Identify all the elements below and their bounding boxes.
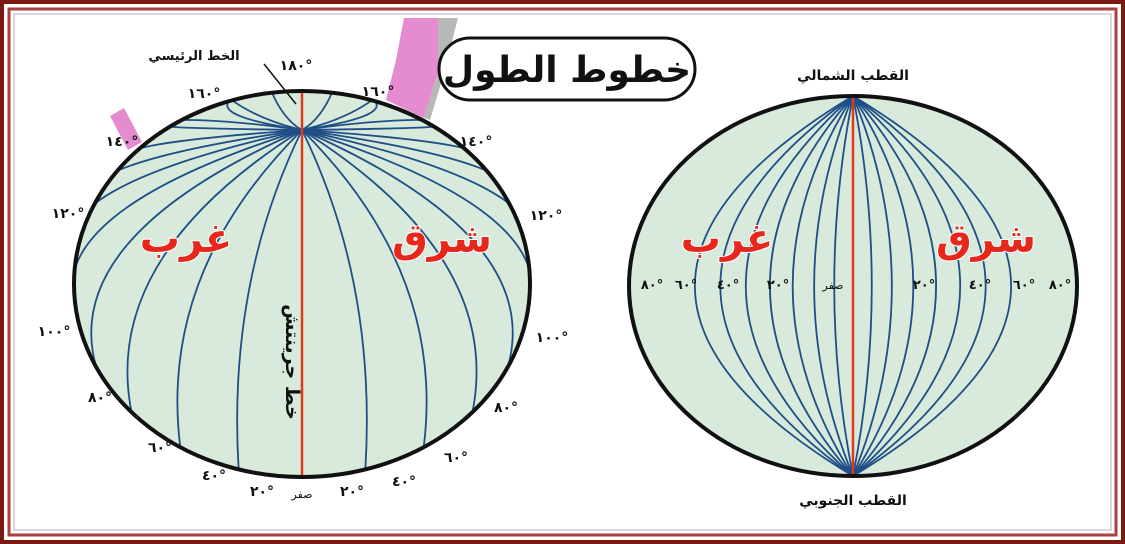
meridian-line xyxy=(301,129,478,413)
inner-frame xyxy=(7,7,1118,537)
meridian-line xyxy=(271,92,303,131)
south-pole-label: القطب الجنوبي xyxy=(799,493,907,509)
left-degree-label: ١٨٠° xyxy=(280,58,313,74)
pink-accent-left xyxy=(110,108,142,150)
left-degree-label: ١٤٠° xyxy=(106,134,139,150)
diagram-title: خطوط الطول xyxy=(443,50,691,91)
right-globe: القطب الشمالي القطب الجنوبي غرب شرق صفر … xyxy=(627,68,1079,509)
meridian-line xyxy=(852,96,893,476)
title-bubble: خطوط الطول xyxy=(437,36,697,102)
left-degree-label: ٦٠° xyxy=(444,450,468,466)
right-degree-label: ٤٠° xyxy=(969,278,991,293)
prime-pointer-line xyxy=(263,63,297,105)
left-globe: الخط الرئيسي خط جرينتش غرب شرق صفر ١٨٠° … xyxy=(38,49,569,501)
meridian-line xyxy=(852,96,937,476)
left-degree-label: ١٦٠° xyxy=(188,86,221,102)
meridian-line xyxy=(90,129,303,368)
meridian-line xyxy=(181,118,303,131)
pink-accent-top xyxy=(386,18,452,118)
meridian-line xyxy=(74,129,303,316)
meridian-line xyxy=(301,129,530,262)
left-degree-label: ١٦٠° xyxy=(362,84,395,100)
left-degree-label: ١٠٠° xyxy=(38,324,71,340)
right-west-label: غرب xyxy=(681,216,773,262)
left-degree-label: ٢٠° xyxy=(340,484,364,500)
right-degree-label: ٢٠° xyxy=(767,278,789,293)
meridian-line xyxy=(74,129,303,262)
left-degree-label: ١٤٠° xyxy=(460,134,493,150)
meridian-line xyxy=(301,129,530,316)
meridian-line xyxy=(176,129,303,448)
right-globe-outline xyxy=(627,94,1079,478)
meridian-line xyxy=(231,99,303,131)
right-degree-label: ٢٠° xyxy=(913,278,935,293)
left-degree-label: ٨٠° xyxy=(88,390,112,406)
right-degree-label: ٤٠° xyxy=(717,278,739,293)
greenwich-label: خط جرينتش xyxy=(281,304,303,420)
left-degree-label: ١٢٠° xyxy=(52,206,85,222)
meridian-line xyxy=(301,129,368,470)
meridian-line xyxy=(852,96,873,476)
meridian-line xyxy=(833,96,854,476)
right-degree-label: ٨٠° xyxy=(1049,278,1071,293)
left-degree-label: ١٠٠° xyxy=(536,330,569,346)
left-east-label: شرق xyxy=(392,216,492,262)
meridian-line xyxy=(301,118,423,131)
meridian-line xyxy=(852,96,1012,476)
frame-shadow xyxy=(13,13,1112,531)
meridian-line xyxy=(301,92,333,131)
meridian-line xyxy=(126,129,303,413)
right-degree-label: ٦٠° xyxy=(1013,278,1035,293)
meridian-line xyxy=(301,129,514,368)
north-pole-label: القطب الشمالي xyxy=(797,68,909,84)
right-degree-label: ٨٠° xyxy=(641,278,663,293)
left-degree-label: ٦٠° xyxy=(148,440,172,456)
meridian-line xyxy=(813,96,854,476)
left-west-label: غرب xyxy=(140,216,232,262)
meridian-line xyxy=(852,96,961,476)
prime-meridian-label: الخط الرئيسي xyxy=(148,49,239,64)
meridian-line xyxy=(719,96,854,476)
left-degree-label: ٨٠° xyxy=(494,400,518,416)
right-globe-meridians xyxy=(694,96,1012,476)
left-globe-outline xyxy=(72,89,532,479)
title-bubble-shape xyxy=(437,36,697,102)
meridian-line xyxy=(236,129,303,470)
meridian-line xyxy=(745,96,854,476)
right-zero-label: صفر xyxy=(822,279,844,292)
meridian-line xyxy=(852,96,987,476)
meridian-line xyxy=(769,96,854,476)
left-degree-label: ٤٠° xyxy=(392,474,416,490)
left-zero-label: صفر xyxy=(291,488,313,501)
left-degree-label: ٢٠° xyxy=(250,484,274,500)
left-degree-label: ٤٠° xyxy=(202,468,226,484)
meridian-line xyxy=(301,99,373,131)
right-degree-label: ٦٠° xyxy=(675,278,697,293)
meridian-line xyxy=(791,96,854,476)
left-degree-label: ١٢٠° xyxy=(530,208,563,224)
meridian-line xyxy=(852,96,915,476)
meridian-line xyxy=(694,96,854,476)
right-east-label: شرق xyxy=(936,216,1036,262)
meridian-line xyxy=(301,129,428,448)
